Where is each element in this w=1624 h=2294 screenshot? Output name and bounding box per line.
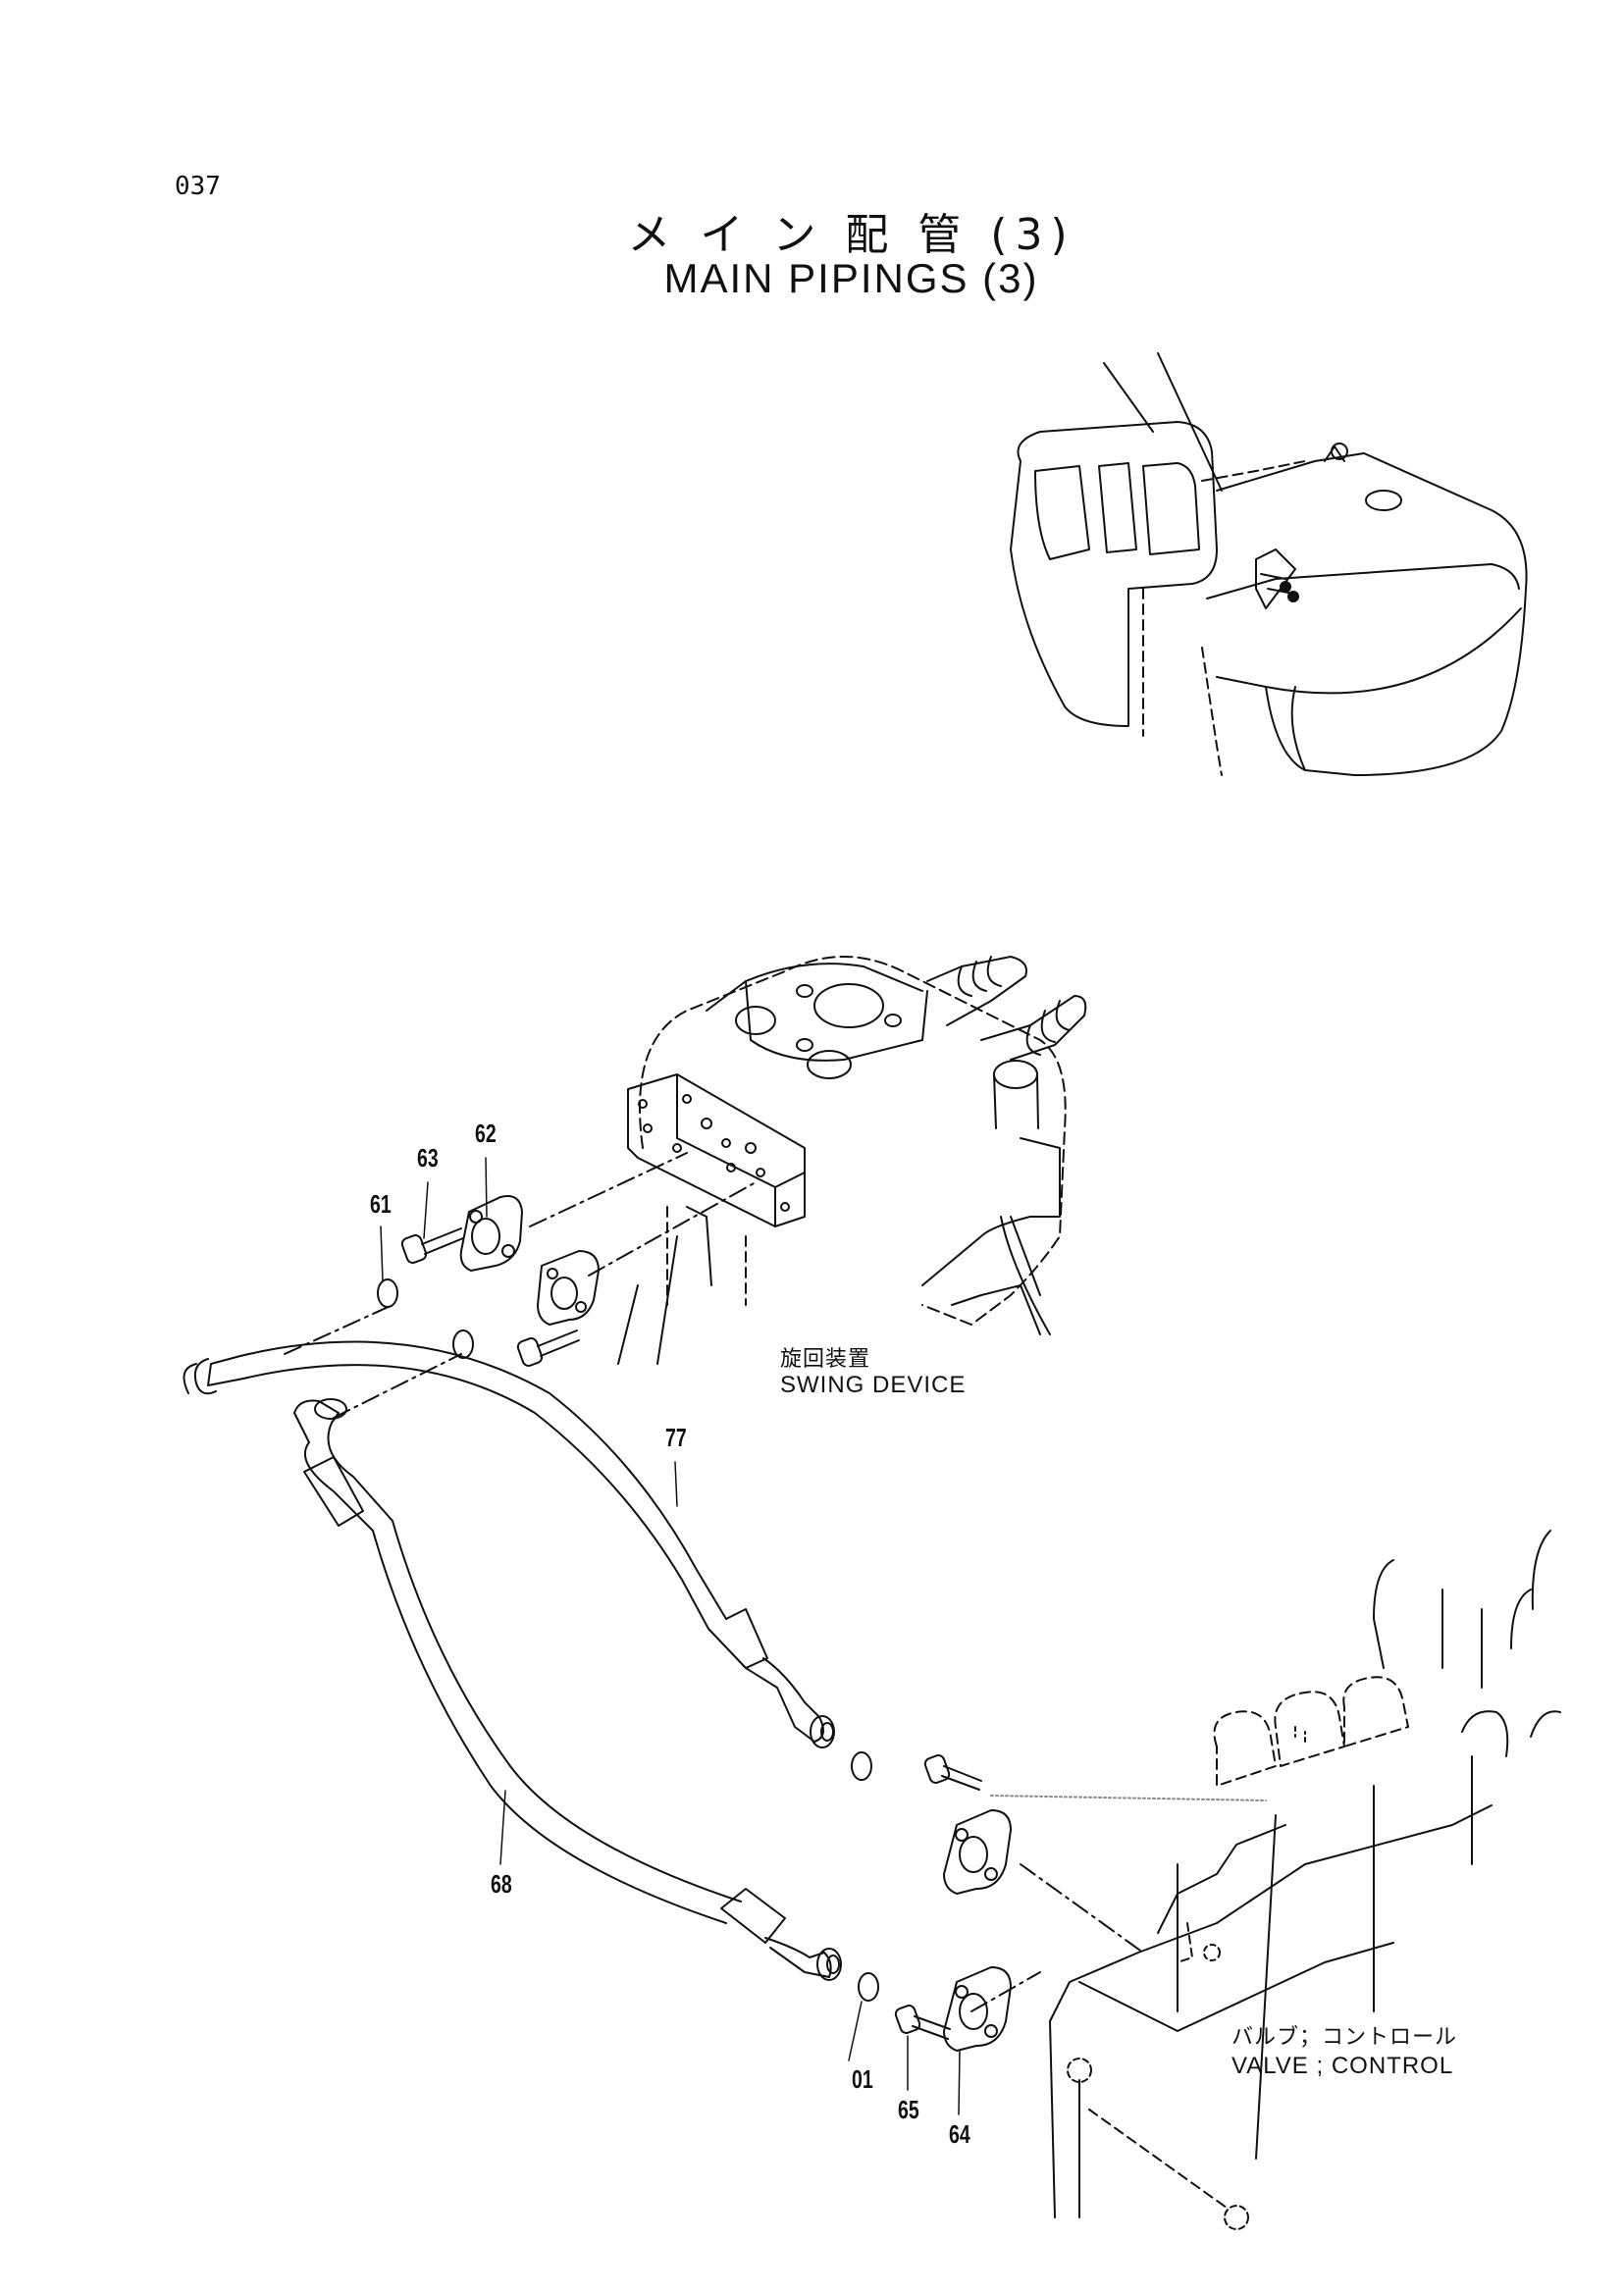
callout-01: 01	[852, 2064, 873, 2094]
swing-device-illustration	[285, 957, 1085, 1418]
part-77-hose	[184, 1342, 872, 1780]
callout-63: 63	[417, 1143, 439, 1173]
part-68-hose	[294, 1399, 878, 2001]
control-valve-label-en: VALVE ; CONTROL	[1231, 2053, 1454, 2079]
page-number: 037	[175, 172, 221, 201]
swing-device-label-jp: 旋回装置	[780, 1346, 871, 1371]
callout-leaders	[381, 1158, 960, 2114]
callout-77: 77	[665, 1423, 687, 1452]
part-62-flange-upper	[461, 1196, 522, 1271]
part-65-bolt-lower	[894, 2004, 950, 2039]
callout-61: 61	[370, 1189, 392, 1219]
page-title-jp: メ イ ン 配 管 (3)	[627, 210, 1075, 260]
part-61-o-ring-upper	[378, 1279, 397, 1307]
control-valve-label-jp: バルブ；コントロール	[1231, 2024, 1458, 2049]
callout-65: 65	[898, 2095, 919, 2124]
page-title-en: MAIN PIPINGS (3)	[663, 255, 1039, 301]
callout-62: 62	[475, 1119, 497, 1148]
callout-68: 68	[491, 1869, 512, 1899]
part-65-bolt-upper	[923, 1753, 981, 1790]
swing-device-label-en: SWING DEVICE	[780, 1372, 967, 1398]
part-64-flange-upper	[944, 1810, 1011, 1894]
excavator-overview-illustration	[1011, 353, 1527, 775]
part-63-bolt-lower	[516, 1330, 579, 1368]
part-64-flange-lower	[944, 1967, 1011, 2051]
part-63-bolt-upper	[400, 1228, 463, 1265]
part-62-flange-lower	[538, 1251, 599, 1325]
control-valve-illustration	[971, 1531, 1560, 2229]
part-61-o-ring-lower	[453, 1330, 473, 1358]
callout-64: 64	[949, 2119, 970, 2149]
